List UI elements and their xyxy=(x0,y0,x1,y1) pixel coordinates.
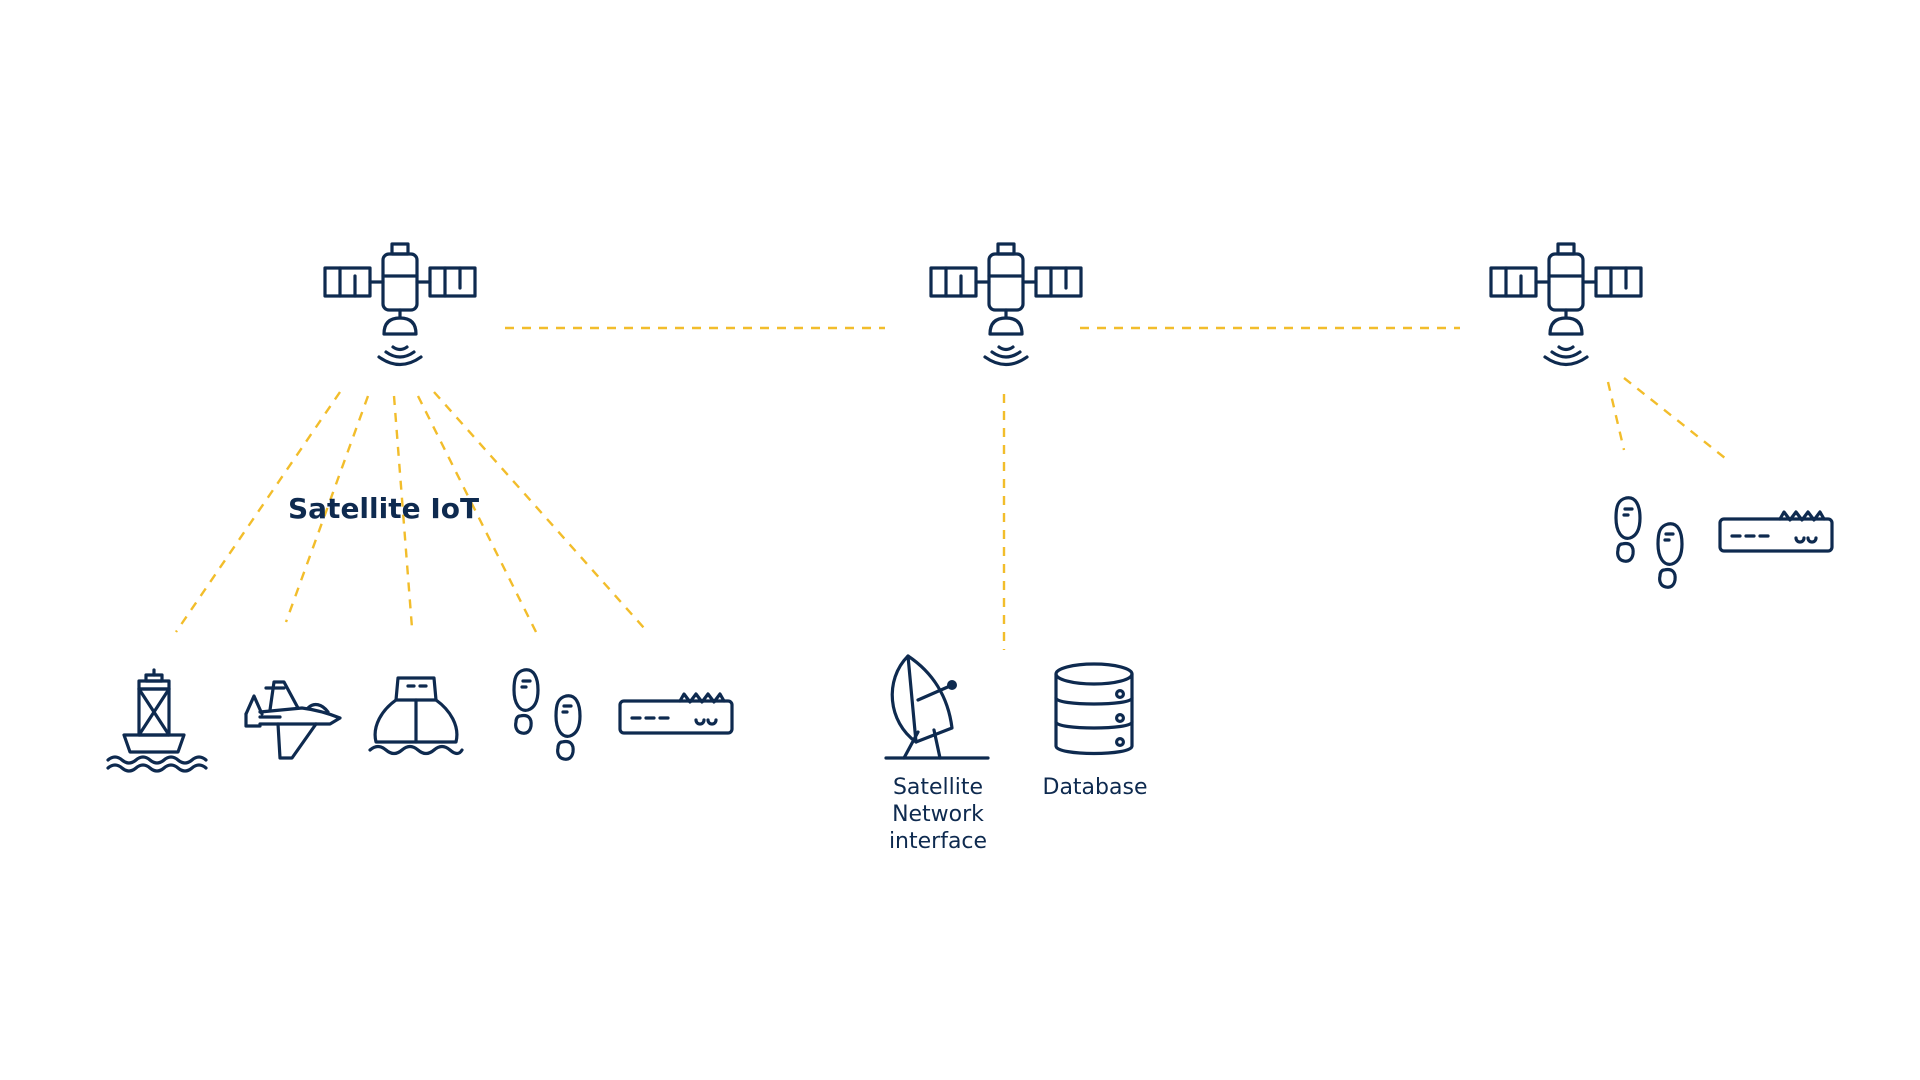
footprints-icon xyxy=(512,668,582,761)
satellite-icon xyxy=(323,242,477,367)
jet-icon xyxy=(244,680,342,760)
database-icon xyxy=(1054,662,1134,756)
ship-icon xyxy=(368,676,464,756)
database-label: Database xyxy=(1042,775,1148,800)
satellite-icon xyxy=(1489,242,1643,367)
tracker-device-icon xyxy=(1718,510,1834,553)
satellite-icon xyxy=(929,242,1083,367)
link-tracker-right xyxy=(1623,377,1731,463)
diagram-title: Satellite IoT xyxy=(288,492,480,525)
link-buoy xyxy=(175,391,341,633)
ground-station-label-line: Satellite xyxy=(892,775,984,800)
link-ship xyxy=(392,395,414,629)
link-jet xyxy=(284,395,370,623)
buoy-icon xyxy=(106,668,208,773)
link-tracker xyxy=(433,391,645,629)
satellite-dish-icon xyxy=(884,654,990,760)
ground-station-label-line: Network xyxy=(892,802,984,827)
ground-station-label: Satellite Network interface xyxy=(868,774,1008,855)
tracker-device-icon xyxy=(618,692,734,735)
uplink-lines xyxy=(175,377,1731,650)
footprints-icon xyxy=(1614,496,1684,589)
ground-station-label-line: interface xyxy=(888,829,988,854)
link-footprints-right xyxy=(1606,381,1626,451)
